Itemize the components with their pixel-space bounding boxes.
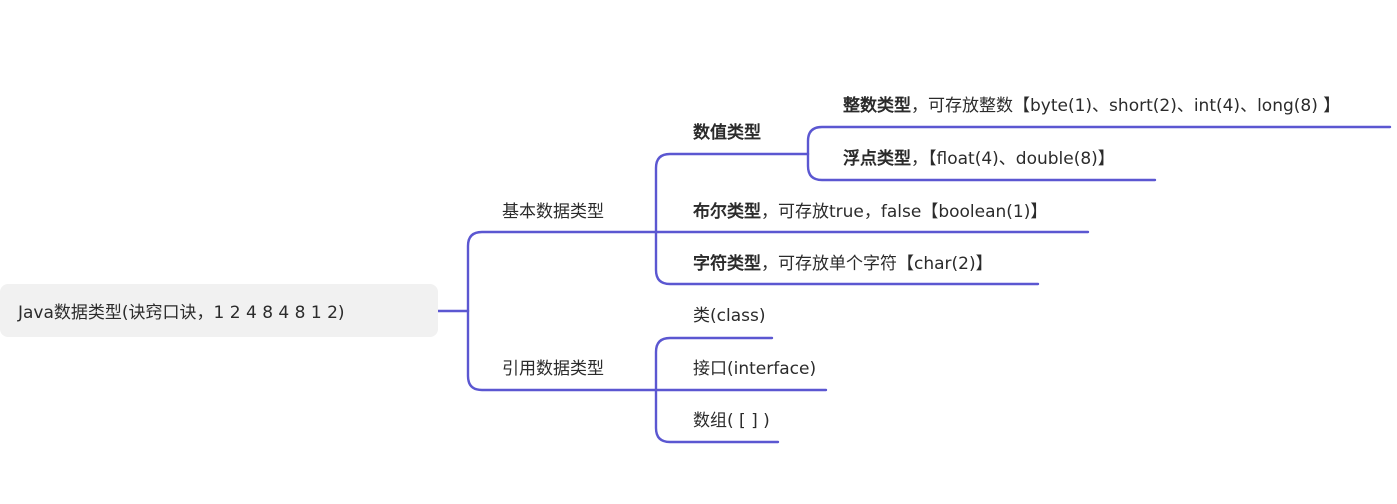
integer-title: 整数类型 — [843, 96, 911, 116]
array-node: 数组( [ ] ) — [693, 410, 770, 432]
float-node: 浮点类型，【float(4)、double(8)】 — [843, 148, 1115, 170]
interface-label: 接口(interface) — [693, 359, 817, 379]
interface-node: 接口(interface) — [693, 358, 816, 380]
numeric-node: 数值类型 — [693, 122, 761, 144]
boolean-title: 布尔类型 — [693, 202, 761, 222]
class-label: 类(class) — [693, 306, 766, 326]
float-title: 浮点类型 — [843, 149, 911, 169]
char-text: ，可存放单个字符【char(2)】 — [761, 254, 993, 274]
connector-reference — [466, 309, 658, 392]
reference-node: 引用数据类型 — [502, 358, 604, 380]
boolean-node: 布尔类型，可存放true，false【boolean(1)】 — [693, 201, 1047, 223]
root-node: Java数据类型(诀窍口诀，1 2 4 8 4 8 1 2) — [0, 284, 438, 337]
primitive-label: 基本数据类型 — [502, 202, 604, 222]
integer-text: ，可存放整数【byte(1)、short(2)、int(4)、long(8) 】 — [911, 96, 1341, 116]
connector-numeric — [654, 152, 810, 234]
float-text: ，【float(4)、double(8)】 — [911, 149, 1115, 169]
char-node: 字符类型，可存放单个字符【char(2)】 — [693, 253, 993, 275]
boolean-text: ，可存放true，false【boolean(1)】 — [761, 202, 1048, 222]
reference-label: 引用数据类型 — [502, 359, 604, 379]
char-title: 字符类型 — [693, 254, 761, 274]
numeric-label: 数值类型 — [693, 123, 761, 143]
connector-integer — [806, 125, 1392, 156]
connector-float — [806, 152, 1157, 182]
array-label: 数组( [ ] ) — [693, 411, 770, 431]
integer-node: 整数类型，可存放整数【byte(1)、short(2)、int(4)、long(… — [843, 95, 1340, 117]
connector-array — [654, 388, 780, 444]
root-label: Java数据类型(诀窍口诀，1 2 4 8 4 8 1 2) — [18, 303, 345, 323]
connector-class — [654, 336, 774, 392]
primitive-node: 基本数据类型 — [502, 201, 604, 223]
class-node: 类(class) — [693, 305, 765, 327]
connector-primitive — [466, 230, 658, 313]
connector-char — [654, 230, 1040, 286]
